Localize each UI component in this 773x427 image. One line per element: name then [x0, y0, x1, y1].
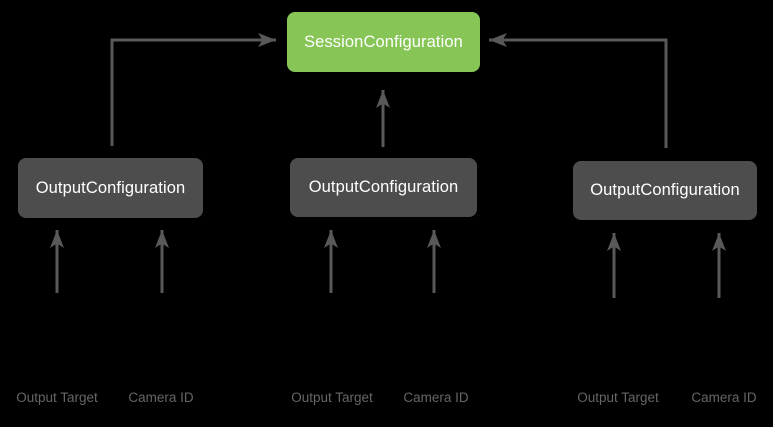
input-label-camera-id-1: Camera ID — [128, 390, 194, 405]
output-configuration-box-3: OutputConfiguration — [573, 161, 757, 220]
input-label-output-target-3: Output Target — [577, 390, 659, 405]
output-configuration-label: OutputConfiguration — [35, 178, 186, 197]
session-configuration-box: SessionConfiguration — [287, 12, 480, 72]
session-configuration-label: SessionConfiguration — [304, 32, 463, 51]
input-label-output-target-1: Output Target — [16, 390, 98, 405]
input-label-camera-id-2: Camera ID — [403, 390, 469, 405]
output-configuration-box-1: OutputConfiguration — [18, 158, 203, 218]
input-label-camera-id-3: Camera ID — [691, 390, 757, 405]
arrow-output1-to-session-icon — [110, 33, 276, 146]
input-label-output-target-2: Output Target — [291, 390, 373, 405]
output-configuration-label: OutputConfiguration — [308, 178, 459, 196]
output-configuration-box-2: OutputConfiguration — [290, 158, 477, 217]
output-configuration-label: OutputConfiguration — [590, 181, 740, 199]
arrow-output3-to-session-icon — [489, 33, 668, 148]
